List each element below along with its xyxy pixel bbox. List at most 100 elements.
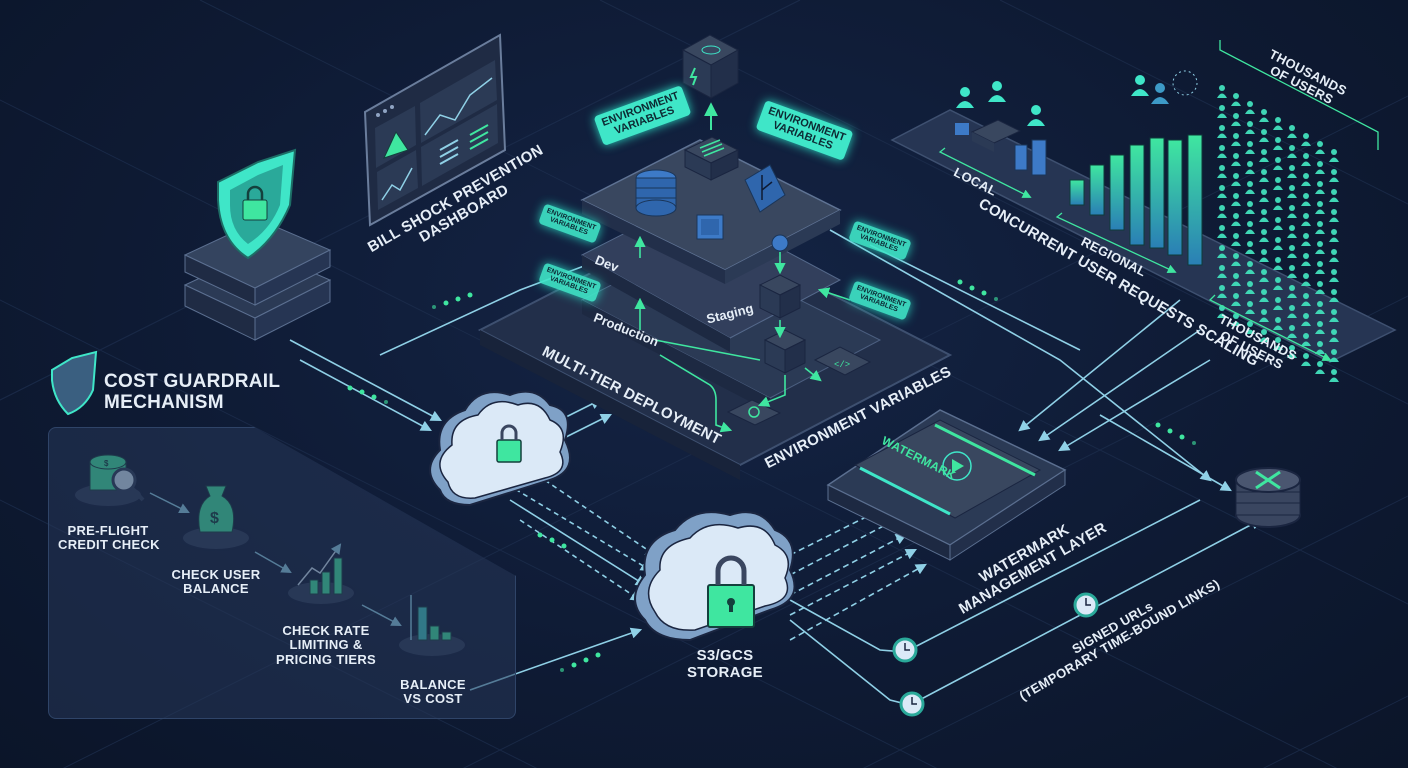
- user-icon: [1247, 221, 1253, 227]
- user-icon: [1331, 149, 1337, 155]
- user-icon-body: [1273, 205, 1283, 210]
- user-icon: [1317, 361, 1323, 367]
- user-icon-body: [1259, 197, 1269, 202]
- user-icon: [1303, 153, 1309, 159]
- regional-bars: [1069, 134, 1203, 266]
- regional-bar: [1167, 139, 1183, 256]
- user-icon-body: [1259, 337, 1269, 342]
- user-icon-body: [1301, 241, 1311, 246]
- user-icon-body: [1315, 269, 1325, 274]
- user-icon: [1247, 181, 1253, 187]
- user-icon-body: [1245, 109, 1255, 114]
- user-icon: [1261, 289, 1267, 295]
- user-icon: [1303, 333, 1309, 339]
- user-icon: [1317, 161, 1323, 167]
- container-icon: [696, 214, 724, 240]
- user-icon: [1247, 161, 1253, 167]
- user-icon: [1289, 185, 1295, 191]
- user-icon: [1275, 277, 1281, 283]
- user-icon-body: [1259, 237, 1269, 242]
- guardrail-title: COST GUARDRAIL MECHANISM: [104, 371, 281, 414]
- guardrail-title-line2: MECHANISM: [104, 391, 224, 413]
- storage-cloud: [634, 511, 796, 642]
- user-icon: [1317, 341, 1323, 347]
- clock-icons: [892, 592, 1099, 717]
- user-icon-body: [1217, 233, 1227, 238]
- user-icon-body: [1259, 177, 1269, 182]
- storage-label-line1: S3/GCS: [696, 647, 754, 664]
- user-icon: [1289, 145, 1295, 151]
- user-icon: [1219, 185, 1225, 191]
- user-icon-body: [1231, 321, 1241, 326]
- user-icon-body: [1259, 137, 1269, 142]
- clock-icon: [899, 691, 925, 717]
- step-check-user-balance: CHECK USER BALANCE: [166, 567, 266, 597]
- security-server: [183, 148, 332, 341]
- user-icon-body: [1245, 249, 1255, 254]
- user-icon-body: [1231, 181, 1241, 186]
- user-icon-body: [1217, 253, 1227, 258]
- user-icon: [1233, 273, 1239, 279]
- user-icon-body: [1259, 257, 1269, 262]
- user-icon-body: [1217, 93, 1227, 98]
- user-icon: [1261, 309, 1267, 315]
- user-icon-body: [1301, 161, 1311, 166]
- user-icon: [1275, 337, 1281, 343]
- user-icon-body: [1329, 257, 1339, 262]
- user-icon-body: [1273, 285, 1283, 290]
- user-icon: [1331, 169, 1337, 175]
- user-icon-body: [1231, 101, 1241, 106]
- network-cube-icon: [758, 274, 802, 319]
- line-chart-icon: [424, 77, 493, 136]
- step-label: VS COST: [403, 691, 463, 707]
- user-icon-body: [1287, 193, 1297, 198]
- user-icon-body: [1245, 289, 1255, 294]
- user-icon-body: [1217, 173, 1227, 178]
- user-icon-body: [1231, 281, 1241, 286]
- user-icons-local: [956, 75, 1169, 126]
- user-icon: [1275, 197, 1281, 203]
- user-icon: [1261, 229, 1267, 235]
- user-icon-body: [1329, 197, 1339, 202]
- user-icon: [1303, 313, 1309, 319]
- user-icon-body: [1231, 161, 1241, 166]
- user-icon: [1317, 261, 1323, 267]
- user-icon-body: [1231, 221, 1241, 226]
- user-icon-body: [1287, 153, 1297, 158]
- storage-label-line2: STORAGE: [686, 663, 763, 681]
- user-icon: [1289, 265, 1295, 271]
- router-icon: [771, 234, 789, 252]
- user-icon-body: [1315, 209, 1325, 214]
- user-icon-body: [1245, 229, 1255, 234]
- user-icon-body: [1273, 225, 1283, 230]
- serverless-cube-icon: [681, 34, 740, 99]
- user-icon-body: [1245, 169, 1255, 174]
- user-icon-body: [1315, 149, 1325, 154]
- user-icon: [1331, 269, 1337, 275]
- user-icon: [1275, 117, 1281, 123]
- user-icon-body: [1329, 297, 1339, 302]
- regional-bar: [1149, 137, 1165, 249]
- user-icon-body: [1315, 369, 1325, 374]
- lock-icon: [707, 555, 755, 628]
- clock-icon: [1073, 592, 1099, 618]
- user-icon: [1233, 113, 1239, 119]
- user-icon-body: [1301, 341, 1311, 346]
- user-icon-body: [1231, 241, 1241, 246]
- user-icon: [1289, 125, 1295, 131]
- guardrail-title-line1: COST GUARDRAIL: [104, 371, 281, 392]
- shield-icon: [51, 350, 98, 416]
- user-icon: [1289, 345, 1295, 351]
- user-icon: [1261, 189, 1267, 195]
- regional-bar: [1069, 179, 1085, 206]
- user-icon-body: [1217, 133, 1227, 138]
- user-icon-body: [1329, 237, 1339, 242]
- user-icon-body: [1287, 313, 1297, 318]
- user-icon-body: [1245, 209, 1255, 214]
- user-icon: [1303, 353, 1309, 359]
- user-icon-body: [1315, 229, 1325, 234]
- user-icon: [1331, 249, 1337, 255]
- user-icon: [1303, 193, 1309, 199]
- user-icon-body: [1301, 361, 1311, 366]
- step-label: CHECK USER: [171, 567, 261, 582]
